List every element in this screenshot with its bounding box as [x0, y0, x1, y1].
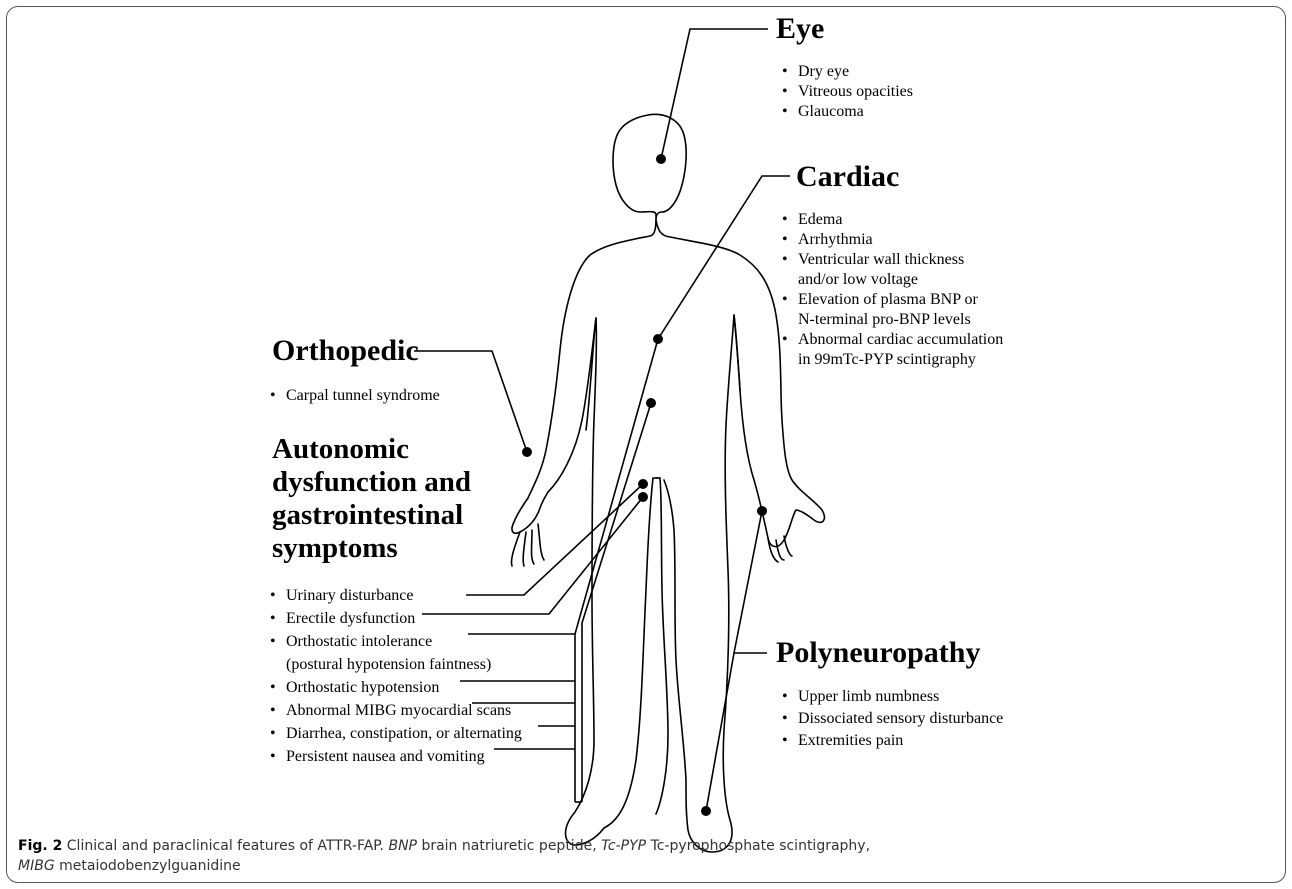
cardiac-item: Arrhythmia [782, 230, 1003, 250]
autonomic-heading: Autonomic dysfunction and gastrointestin… [272, 433, 522, 565]
autonomic-item: Persistent nausea and vomiting [270, 745, 522, 768]
polyneuropathy-lower [706, 653, 734, 811]
eye-heading: Eye [776, 12, 824, 45]
cardiac-list: Edema Arrhythmia Ventricular wall thickn… [782, 210, 1003, 370]
caption-abbr-mibg: MIBG [18, 858, 55, 874]
eye-item: Vitreous opacities [782, 82, 913, 102]
orthopedic-item: Carpal tunnel syndrome [270, 386, 440, 406]
right-inner-arm [734, 315, 740, 390]
eye-dot [656, 154, 666, 164]
polyneuropathy-item: Dissociated sensory disturbance [782, 708, 1003, 730]
autonomic-item: Orthostatic hypotension [270, 676, 522, 699]
cardiac-item-continued: and/or low voltage [782, 270, 1003, 290]
polyneuropathy-upper [734, 511, 767, 653]
cardiac-dot [653, 334, 663, 344]
figure-label: Fig. 2 [18, 838, 62, 854]
autonomic-item: Erectile dysfunction [270, 607, 522, 630]
orthopedic-list: Carpal tunnel syndrome [270, 386, 440, 406]
polyneuropathy-heading: Polyneuropathy [776, 636, 980, 669]
polyneuropathy-item: Upper limb numbness [782, 686, 1003, 708]
cardiac-item: Abnormal cardiac accumulation [782, 330, 1003, 350]
eye-list: Dry eye Vitreous opacities Glaucoma [782, 62, 913, 122]
cardiac-connector [658, 176, 790, 339]
eye-item: Glaucoma [782, 102, 913, 122]
autonomic-item: Abnormal MIBG myocardial scans [270, 699, 522, 722]
erectile-dot [638, 492, 648, 502]
foot-dot [701, 806, 711, 816]
right-hand [768, 536, 792, 562]
cardiac-item-continued: in 99mTc-PYP scintigraphy [782, 350, 1003, 370]
body-outline [512, 114, 824, 852]
polyneuropathy-list: Upper limb numbness Dissociated sensory … [782, 686, 1003, 752]
caption-abbr-bnp: BNP [388, 838, 417, 854]
autonomic-item-continued: (postural hypotension faintness) [270, 653, 522, 676]
gi-dot [646, 398, 656, 408]
caption-def-mibg: metaiodobenzylguanidine [55, 858, 241, 874]
autonomic-list: Urinary disturbance Erectile dysfunction… [270, 584, 522, 768]
autonomic-trunk-lower [575, 339, 658, 802]
hand-dot [757, 506, 767, 516]
orthopedic-heading: Orthopedic [272, 334, 419, 367]
cardiac-heading: Cardiac [796, 160, 899, 193]
orthopedic-dot [522, 447, 532, 457]
caption-abbr-tcpyp: Tc-PYP [601, 838, 646, 854]
cardiac-item: Edema [782, 210, 1003, 230]
caption-text: Clinical and paraclinical features of AT… [62, 838, 388, 854]
eye-item: Dry eye [782, 62, 913, 82]
autonomic-item: Urinary disturbance [270, 584, 522, 607]
cardiac-item: Ventricular wall thickness [782, 250, 1003, 270]
polyneuropathy-item: Extremities pain [782, 730, 1003, 752]
urinary-dot [638, 479, 648, 489]
caption-def-tcpyp: Tc-pyrophosphate scintigraphy, [646, 838, 870, 854]
autonomic-item: Orthostatic intolerance [270, 630, 522, 653]
eye-connector [661, 29, 768, 159]
figure-caption: Fig. 2 Clinical and paraclinical feature… [18, 836, 1268, 876]
cardiac-item: Elevation of plasma BNP or [782, 290, 1003, 310]
autonomic-item: Diarrhea, constipation, or alternating [270, 722, 522, 745]
cardiac-item-continued: N-terminal pro-BNP levels [782, 310, 1003, 330]
caption-def-bnp: brain natriuretic peptide, [417, 838, 601, 854]
